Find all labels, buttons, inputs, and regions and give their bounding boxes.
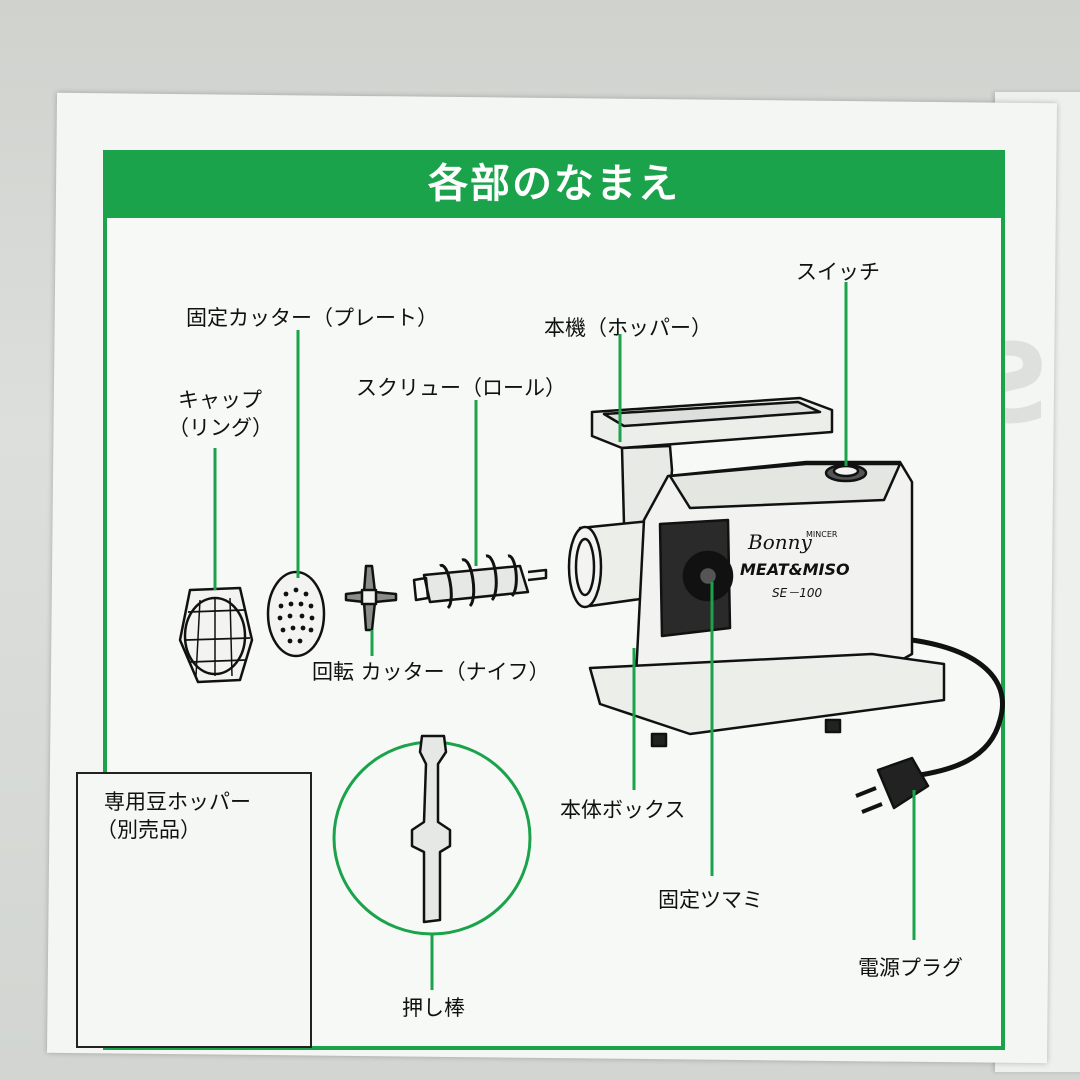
label-screw: スクリュー（ロール）: [356, 376, 566, 400]
label-cap-sub: （リング）: [168, 416, 273, 440]
label-switch: スイッチ: [796, 260, 880, 284]
product-brand: Bonny: [748, 530, 812, 554]
label-pusher: 押し棒: [402, 996, 465, 1020]
label-plug: 電源プラグ: [858, 956, 963, 980]
page-title: 各部のなまえ: [428, 161, 680, 207]
pusher-icon: [332, 734, 532, 936]
label-hopper: 本機（ホッパー）: [544, 316, 712, 340]
label-knife: 回転 カッター（ナイフ）: [312, 660, 550, 684]
label-bean-hopper-sub: （別売品）: [96, 818, 201, 842]
title-bar: 各部のなまえ: [103, 150, 1005, 218]
label-cap: キャップ: [178, 388, 262, 412]
plug-icon: [855, 756, 930, 814]
product-type: MINCER: [806, 530, 838, 539]
plate-icon: [266, 570, 326, 658]
label-knob: 固定ツマミ: [658, 888, 763, 912]
mincer-icon: [567, 396, 1005, 778]
label-bean-hopper: 専用豆ホッパー: [104, 790, 251, 814]
product-line: MEAT&MISO: [740, 560, 850, 579]
screw-icon: [412, 554, 548, 610]
product-model: SE－100: [772, 586, 823, 600]
label-body-box: 本体ボックス: [560, 798, 686, 822]
optional-bean-hopper-box: [76, 772, 312, 1048]
cap-ring-icon: [178, 586, 254, 684]
knife-icon: [344, 564, 398, 632]
label-plate: 固定カッター（プレート）: [186, 306, 438, 330]
